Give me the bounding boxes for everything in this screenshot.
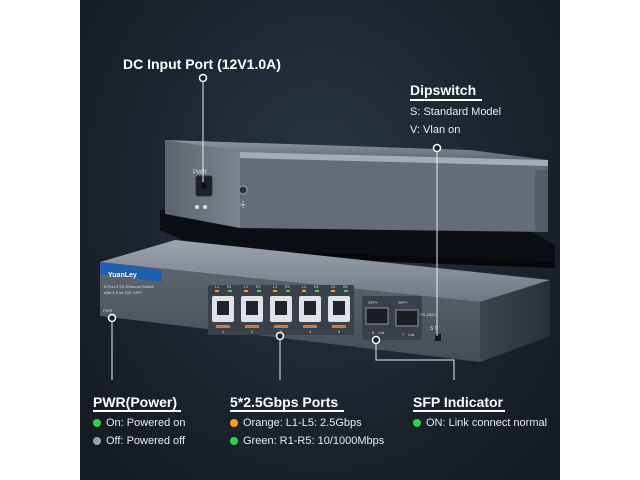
- ports-underline: [230, 410, 344, 412]
- sfp-number-2: 7: [402, 332, 405, 337]
- sfp-on-item: ON: Link connect normal: [413, 417, 547, 429]
- ports-orange-text: Orange: L1-L5: 2.5Gbps: [243, 417, 362, 429]
- sfp-port-1: [365, 307, 389, 325]
- ports-green-text: Green: R1-R5: 10/1000Mbps: [243, 435, 385, 447]
- port-top-label: R1: [227, 285, 232, 289]
- pwr-title: PWR(Power): [93, 394, 177, 410]
- dipswitch-title: Dipswitch: [410, 82, 477, 98]
- sfp-link-label: Link: [378, 331, 385, 335]
- port-top-label: L1: [215, 285, 219, 289]
- sfp-port-2: [395, 309, 419, 327]
- dipswitch-housing: [535, 170, 548, 232]
- orange-dot-icon: [230, 419, 238, 427]
- port-top-label: R5: [343, 285, 348, 289]
- sfp-label-1: SFP+: [368, 300, 379, 305]
- port-number: 4: [309, 329, 312, 334]
- port-top-label: L4: [302, 285, 306, 289]
- port-number: 2: [251, 329, 254, 334]
- left-margin: [0, 0, 80, 480]
- sfp-label-2: SFP+: [398, 300, 409, 305]
- port-top-label: R3: [285, 285, 290, 289]
- port-number: 5: [338, 329, 341, 334]
- port-top-label: R4: [314, 285, 319, 289]
- ports-title: 5*2.5Gbps Ports: [230, 394, 339, 410]
- sfp-underline: [413, 410, 505, 412]
- gray-dot-icon: [93, 437, 101, 445]
- dc-label: PWR: [193, 170, 208, 176]
- model-code: YS-2502: [420, 312, 436, 317]
- ports-green-item: Green: R1-R5: 10/1000Mbps: [230, 435, 384, 447]
- pwr-off-item: Off: Powered off: [93, 435, 185, 447]
- dipswitch-line-2: V: Vlan on: [410, 124, 461, 136]
- ground-screw: [238, 185, 248, 195]
- switch-illustration: PWR ⏚ YuanLey 5-Port 2.5G Ethernet Switc…: [100, 73, 555, 380]
- sfp-number-1: 6: [372, 330, 375, 335]
- front-switch-side: [480, 280, 550, 362]
- svg-text:⏚: ⏚: [239, 200, 247, 209]
- port-top-label: L2: [244, 285, 248, 289]
- rear-switch-top: [165, 140, 548, 160]
- product-panel: PWR ⏚ YuanLey 5-Port 2.5G Ethernet Switc…: [80, 0, 560, 480]
- desc-line-2: with 2-Port 10G SFP+: [104, 290, 144, 295]
- pwr-on-item: On: Powered on: [93, 417, 186, 429]
- sfp-link-label: Link: [408, 333, 415, 337]
- port-number-bars: [216, 325, 346, 328]
- port-top-label: R2: [256, 285, 261, 289]
- pwr-underline: [93, 410, 181, 412]
- dipswitch-front: [435, 334, 441, 341]
- green-dot-icon: [93, 419, 101, 427]
- port-number: 3: [280, 329, 283, 334]
- dc-input-title: DC Input Port (12V1.0A): [123, 56, 281, 72]
- right-margin: [560, 0, 640, 480]
- sv-label: S V: [430, 326, 439, 332]
- desc-line-1: 5-Port 2.5G Ethernet Switch: [104, 284, 154, 289]
- dipswitch-underline: [410, 99, 482, 101]
- ports-orange-item: Orange: L1-L5: 2.5Gbps: [230, 417, 362, 429]
- port-leds: [215, 290, 348, 292]
- sfp-on-text: ON: Link connect normal: [426, 417, 548, 429]
- port-top-label: L3: [273, 285, 277, 289]
- green-dot-icon: [230, 437, 238, 445]
- dipswitch-line-1: S: Standard Model: [410, 106, 502, 118]
- green-dot-icon: [413, 419, 421, 427]
- port-top-label: L5: [331, 285, 335, 289]
- rj45-ports: [212, 296, 350, 322]
- sfp-title: SFP Indicator: [413, 394, 503, 410]
- pwr-label: PWR: [103, 308, 112, 313]
- port-number: 1: [222, 329, 225, 334]
- pwr-on-text: On: Powered on: [106, 417, 186, 429]
- brand-logo: YuanLey: [108, 272, 137, 279]
- pwr-off-text: Off: Powered off: [106, 435, 186, 447]
